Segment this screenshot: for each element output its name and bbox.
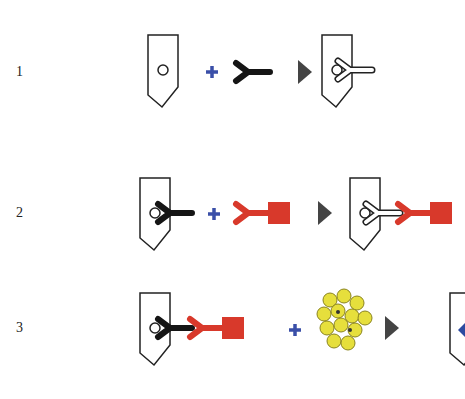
substrate-cluster [317,289,372,350]
reaction-arrow [385,316,399,340]
enzyme-antibody [236,202,290,224]
antigen [150,323,160,333]
bound-antibody [338,61,372,79]
well-plate [450,293,465,365]
well-plate [148,35,178,107]
antigen [150,208,160,218]
step-number: 3 [16,320,23,336]
colored-product [458,323,465,337]
reaction-arrow [298,60,312,84]
plus-sign [208,208,220,220]
bound-antibody [366,204,400,222]
enzyme-antibody [398,202,452,224]
plus-sign [289,324,301,336]
reaction-arrow [318,201,332,225]
bound-antibody [158,204,192,222]
plus-sign [206,66,218,78]
bound-antibody [158,319,192,337]
enzyme-antibody [190,317,244,339]
step-number: 1 [16,64,23,80]
step-number: 2 [16,205,23,221]
primary-antibody [236,63,270,81]
antigen [158,65,168,75]
